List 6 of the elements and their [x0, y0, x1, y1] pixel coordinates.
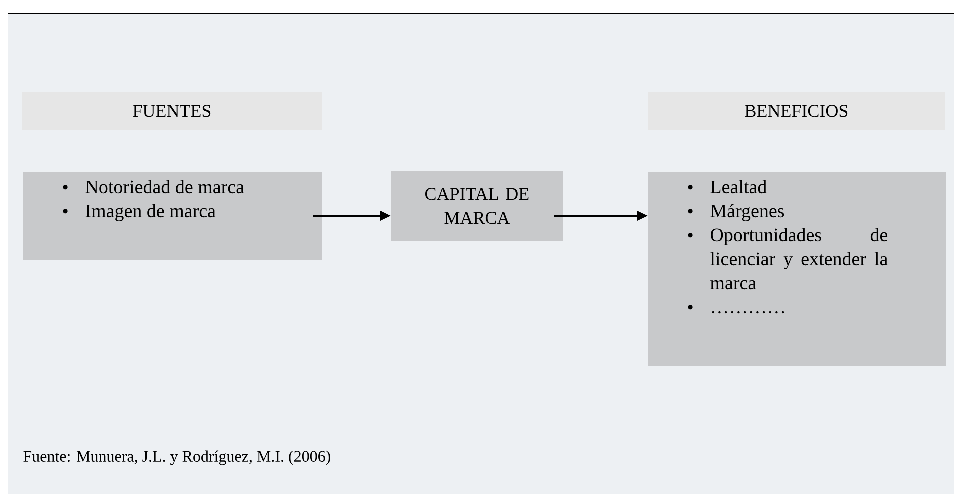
concept-box: CAPITAL DE MARCA — [391, 171, 564, 242]
bullet-list-box: Lealtad Márgenes Oportunidades de licenciar y extender la marca ………… — [648, 172, 946, 366]
bullet-list-box: Notoriedad de marca Imagen de marca — [23, 172, 322, 260]
column-header: FUENTES — [22, 92, 322, 130]
column-header: BENEFICIOS — [648, 92, 946, 130]
source-caption: Fuente: Munuera, J.L. y Rodríguez, M.I. (2006) — [24, 450, 330, 466]
